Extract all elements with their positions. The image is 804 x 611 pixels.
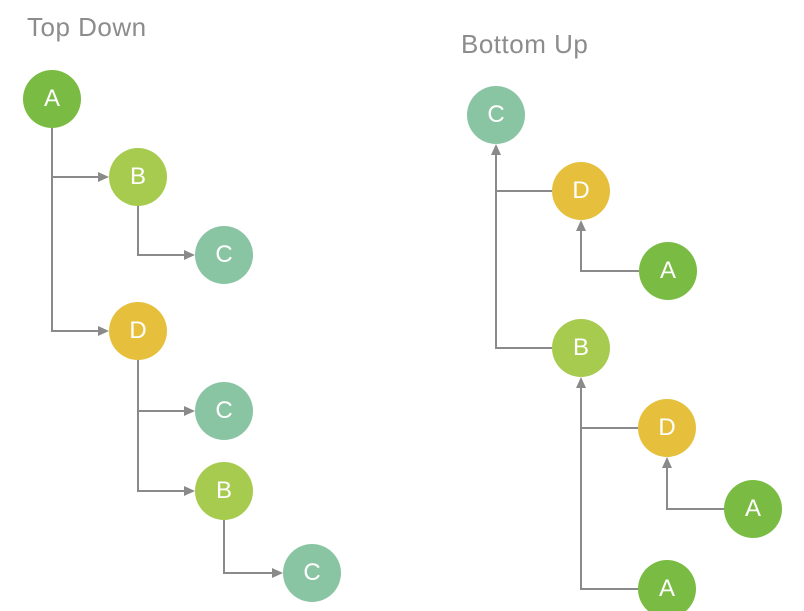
arrowhead-right-icon: [272, 568, 283, 578]
edge-td-b2-to-td-c3: [223, 520, 272, 574]
edge-td-a-to-td-d: [51, 128, 98, 332]
tree-node-label: C: [215, 397, 233, 424]
top-down-title: Top Down: [27, 12, 147, 42]
tree-node-bu-c: C: [467, 86, 525, 144]
tree-node-td-b2: B: [195, 462, 253, 520]
tree-node-td-a: A: [23, 70, 81, 128]
tree-node-bu-b: B: [552, 319, 610, 377]
arrowhead-right-icon: [184, 486, 195, 496]
tree-node-label: C: [215, 241, 233, 268]
edge-td-b1-to-td-c1: [137, 206, 184, 256]
arrowhead-up-icon: [662, 457, 672, 468]
edge-bu-a1-to-bu-d1: [580, 231, 639, 272]
tree-node-label: B: [572, 334, 589, 361]
tree-node-td-c3: C: [283, 544, 341, 602]
edge-td-d-to-td-b2: [137, 360, 184, 492]
tree-node-bu-a1: A: [639, 242, 697, 300]
edge-bu-b-to-bu-c: [495, 155, 552, 349]
edge-bu-a3-to-bu-b: [580, 388, 638, 590]
tree-node-label: B: [215, 477, 232, 504]
tree-node-label: A: [744, 495, 761, 522]
tree-node-label: A: [43, 85, 60, 112]
tree-node-bu-a3: A: [638, 560, 696, 611]
tree-node-label: C: [487, 101, 505, 128]
arrowhead-up-icon: [576, 377, 586, 388]
tree-node-label: A: [659, 257, 676, 284]
tree-node-label: A: [658, 575, 675, 602]
tree-node-bu-a2: A: [724, 480, 782, 538]
tree-node-label: D: [129, 317, 147, 344]
edge-bu-a2-to-bu-d2: [666, 468, 724, 510]
arrowhead-right-icon: [98, 172, 109, 182]
arrowhead-up-icon: [576, 220, 586, 231]
tree-node-label: B: [129, 163, 146, 190]
arrowhead-right-icon: [184, 250, 195, 260]
tree-node-bu-d2: D: [638, 399, 696, 457]
arrowhead-right-icon: [184, 406, 195, 416]
tree-node-td-c1: C: [195, 226, 253, 284]
arrowhead-up-icon: [491, 144, 501, 155]
tree-node-td-d: D: [109, 302, 167, 360]
tree-node-td-b1: B: [109, 148, 167, 206]
tree-node-label: D: [572, 177, 590, 204]
bottom-up-title: Bottom Up: [461, 29, 589, 59]
tree-node-label: D: [658, 414, 676, 441]
tree-node-td-c2: C: [195, 382, 253, 440]
tree-node-bu-d1: D: [552, 162, 610, 220]
arrowhead-right-icon: [98, 326, 109, 336]
tree-node-label: C: [303, 559, 321, 586]
